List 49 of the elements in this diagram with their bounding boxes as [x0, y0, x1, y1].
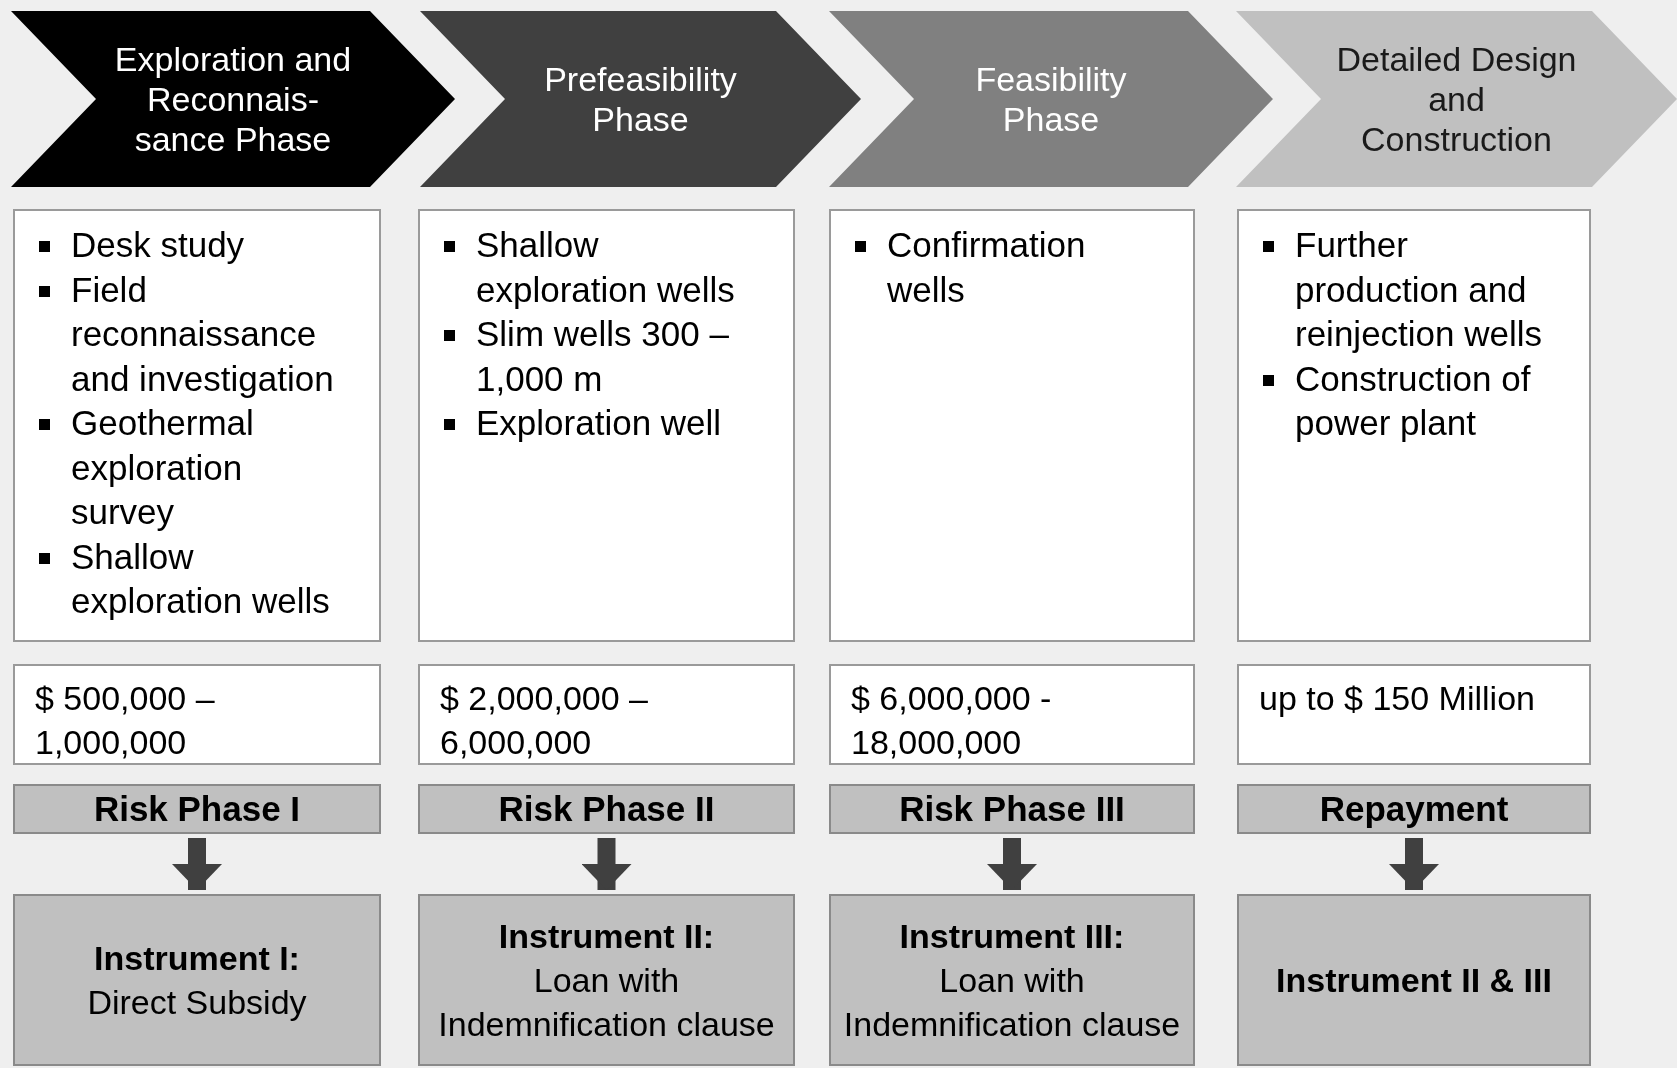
activity-box [1237, 209, 1591, 642]
instrument-title: Instrument I: [94, 938, 300, 979]
risk-phase-bar [13, 784, 381, 834]
phase-title: Exploration and Reconnais-sance Phase [113, 39, 353, 159]
bullet-item: Shallow exploration wells [71, 534, 349, 624]
risk-phase-bar [1237, 784, 1591, 834]
risk-phase-bar [418, 784, 795, 834]
block-arrow [987, 838, 1037, 890]
bullet-item: Confirmation wells [887, 223, 1163, 312]
instrument-box [829, 894, 1195, 1066]
risk-label: Risk Phase I [93, 789, 301, 829]
phase-title: Feasibility Phase [974, 59, 1128, 139]
bullet-item: Construction of power plant [1295, 356, 1559, 446]
bullet-item: Slim wells 300 – 1,000 m [476, 312, 763, 401]
block-arrow [172, 838, 222, 890]
instrument-title: Instrument II & III [1276, 960, 1552, 1001]
chevron-banner [829, 11, 1273, 187]
instrument-title: Instrument II: [498, 916, 715, 957]
instrument-description: Direct Subsidy [87, 982, 307, 1023]
risk-label: Risk Phase II [498, 789, 715, 829]
bullet-item: Exploration well [476, 401, 763, 446]
phase-title: Prefeasibility Phase [543, 59, 738, 139]
bullet-item: Geothermal exploration survey [71, 401, 349, 535]
bullet-item: Further production and reinjection wells [1295, 223, 1559, 357]
instrument-box [1237, 894, 1591, 1066]
activity-box [829, 209, 1195, 642]
bullet-item: Desk study [71, 223, 349, 268]
block-arrow [1389, 838, 1439, 890]
risk-phase-bar [829, 784, 1195, 834]
cost-box: $ 500,000 – 1,000,000 [13, 664, 381, 765]
chevron-banner [1236, 11, 1677, 187]
bullet-item: Shallow exploration wells [476, 223, 763, 312]
instrument-description: Loan with Indemnification clause [437, 960, 776, 1045]
chevron-banner [11, 11, 455, 187]
instrument-box [418, 894, 795, 1066]
cost-box: $ 6,000,000 - 18,000,000 [829, 664, 1195, 765]
chevron-banner [420, 11, 861, 187]
activity-box [418, 209, 795, 642]
risk-label: Risk Phase III [899, 789, 1125, 829]
instrument-box [13, 894, 381, 1066]
cost-box: up to $ 150 Million [1237, 664, 1591, 765]
instrument-description: Loan with Indemnification clause [842, 960, 1182, 1045]
instrument-title: Instrument III: [899, 916, 1125, 957]
risk-label: Repayment [1319, 789, 1509, 829]
phase-title: Detailed Design and Construction [1335, 39, 1578, 159]
block-arrow [581, 838, 632, 890]
bullet-item: Field reconnaissance and investigation [71, 267, 349, 401]
activity-box [13, 209, 381, 642]
cost-box: $ 2,000,000 – 6,000,000 [418, 664, 795, 765]
